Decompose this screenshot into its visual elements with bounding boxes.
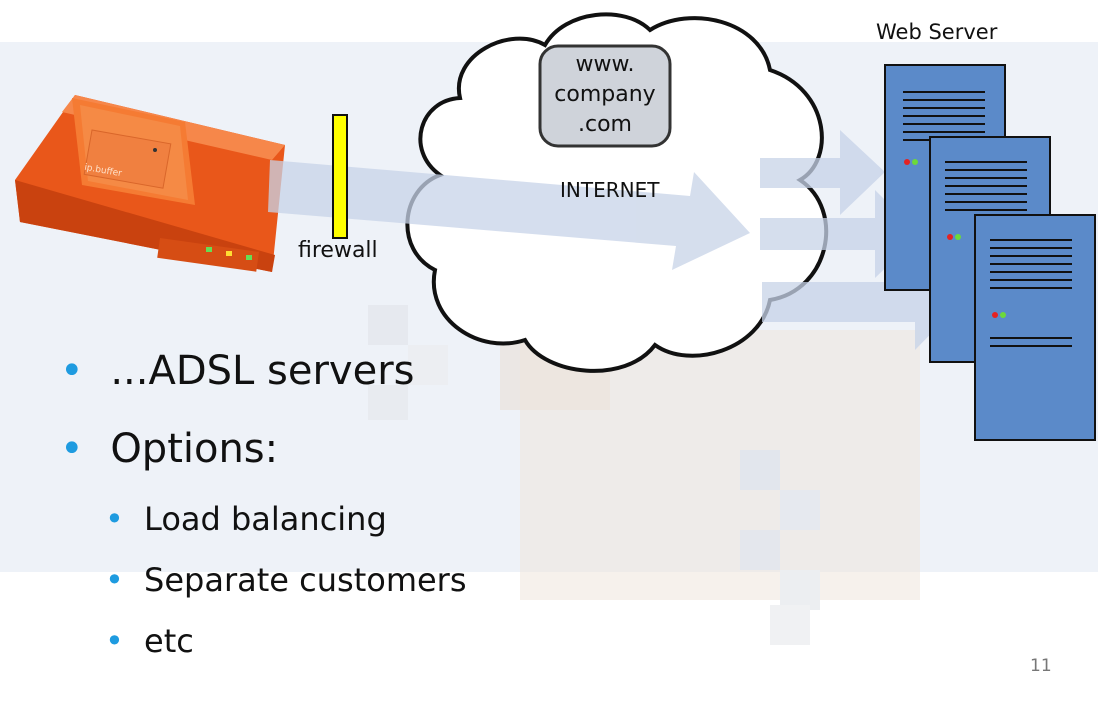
web-servers bbox=[884, 64, 1096, 441]
bullet-text: Load balancing bbox=[144, 500, 387, 538]
bullet-dot: • bbox=[60, 426, 84, 472]
firewall-label: firewall bbox=[298, 238, 378, 263]
bullet-dot: • bbox=[105, 500, 124, 538]
traffic-arrows bbox=[268, 130, 962, 350]
bullet-item-separate-customers: • Separate customers bbox=[105, 561, 467, 599]
domain-line-2: company bbox=[554, 82, 656, 107]
bullet-text: etc bbox=[144, 622, 194, 660]
server-3 bbox=[974, 214, 1096, 441]
bullet-text: ...ADSL servers bbox=[110, 348, 415, 394]
bullet-dot: • bbox=[105, 622, 124, 660]
internet-label: INTERNET bbox=[560, 178, 660, 202]
router-device bbox=[15, 95, 285, 272]
bullet-item-etc: • etc bbox=[105, 622, 194, 660]
bullet-dot: • bbox=[60, 348, 84, 394]
domain-box bbox=[538, 44, 672, 148]
domain-line-3: .com bbox=[578, 112, 632, 137]
bullet-item-load-balancing: • Load balancing bbox=[105, 500, 387, 538]
bullet-text: Options: bbox=[110, 426, 279, 472]
page-number: 11 bbox=[1030, 656, 1052, 676]
domain-line-1: www. bbox=[575, 52, 635, 77]
bullet-item-options: • Options: bbox=[60, 426, 278, 472]
bullet-text: Separate customers bbox=[144, 561, 467, 599]
domain-box-text: www. company .com bbox=[540, 50, 670, 140]
web-server-label: Web Server bbox=[876, 20, 998, 44]
firewall-bar bbox=[332, 114, 348, 239]
bullet-item-adsl-servers: • ...ADSL servers bbox=[60, 348, 414, 394]
bullet-dot: • bbox=[105, 561, 124, 599]
